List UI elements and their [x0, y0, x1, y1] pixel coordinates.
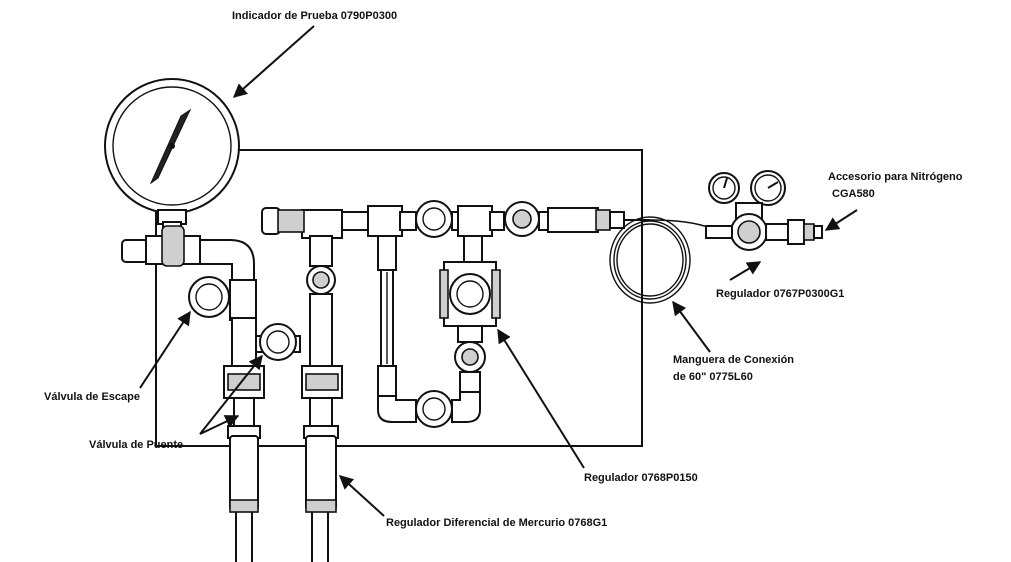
test-gauge: [104, 78, 240, 237]
arrow-bridge-valve-1: [199, 354, 263, 435]
sight-glass: [377, 235, 417, 423]
arrow-test-gauge: [232, 25, 315, 98]
label-hose-1: Manguera de Conexión: [673, 354, 794, 366]
arrow-bridge-valve-2: [199, 415, 240, 435]
label-test-gauge: Indicador de Prueba 0790P0300: [232, 10, 397, 22]
right-mercury-leg: [301, 209, 343, 562]
label-regulator-top: Regulador 0767P0300G1: [716, 288, 844, 300]
label-mercury-regulator: Regulador Diferencial de Mercurio 0768G1: [386, 517, 607, 529]
label-bridge-valve: Válvula de Puente: [89, 439, 183, 451]
label-nitrogen-fitting-1: Accesorio para Nitrógeno: [828, 171, 963, 183]
label-escape-valve: Válvula de Escape: [44, 391, 140, 403]
label-nitrogen-fitting-2: CGA580: [832, 188, 875, 200]
gauge-tee-assembly: [121, 225, 257, 321]
escape-valve: [188, 276, 230, 318]
arrow-nitrogen-fitting: [824, 209, 858, 231]
center-regulator: [415, 235, 501, 428]
label-hose-2: de 60" 0775L60: [673, 371, 753, 383]
bridge-valve: [255, 323, 301, 361]
top-manifold: [261, 200, 650, 238]
nitrogen-regulator: [705, 170, 823, 251]
arrow-regulator-top: [729, 261, 762, 281]
label-regulator-center: Regulador 0768P0150: [584, 472, 698, 484]
arrow-regulator-center: [497, 328, 585, 469]
arrow-mercury-regulator: [338, 475, 385, 517]
left-mercury-leg: [223, 317, 265, 562]
callout-arrows: [139, 25, 858, 517]
arrow-escape-valve: [139, 310, 191, 389]
hose-coil: [609, 216, 711, 304]
arrow-hose: [672, 300, 711, 353]
